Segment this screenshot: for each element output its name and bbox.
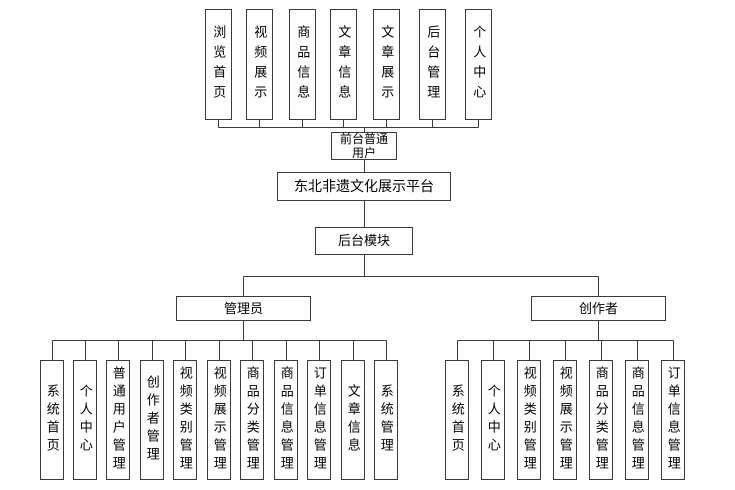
admin-system-home: 系统首页 [40,360,64,480]
creator-system-home: 系统首页 [445,360,469,480]
creator-personal-center: 个人中心 [481,360,505,480]
node-personal-center: 个人中心 [465,9,492,120]
node-creator-role: 创作者 [531,296,666,321]
admin-creator-manage: 创作者管理 [140,360,164,480]
node-browse-home: 浏览首页 [205,9,232,120]
creator-video-category-manage: 视频类别管理 [517,360,541,480]
node-platform-title: 东北非遗文化展示平台 [277,172,451,201]
admin-user-manage: 普通用户管理 [106,360,130,480]
admin-video-display-manage: 视频展示管理 [207,360,231,480]
creator-video-display-manage: 视频展示管理 [553,360,577,480]
node-article-info: 文章信息 [330,9,357,120]
node-admin-role: 管理员 [176,296,311,321]
node-backend-module: 后台模块 [315,227,413,255]
creator-product-info-manage: 商品信息管理 [625,360,649,480]
admin-video-category-manage: 视频类别管理 [173,360,197,480]
creator-product-category-manage: 商品分类管理 [589,360,613,480]
admin-personal-center: 个人中心 [73,360,97,480]
admin-order-info-manage: 订单信息管理 [307,360,331,480]
node-front-user: 前台普通用户 [331,132,397,160]
node-product-info: 商品信息 [289,9,316,120]
node-backend-manage: 后台管理 [419,9,446,120]
admin-product-info-manage: 商品信息管理 [274,360,298,480]
admin-article-info: 文章信息 [341,360,365,480]
node-video-display: 视频展示 [246,9,273,120]
creator-order-info-manage: 订单信息管理 [661,360,685,480]
admin-system-manage: 系统管理 [374,360,398,480]
node-article-display: 文章展示 [373,9,400,120]
admin-product-category-manage: 商品分类管理 [240,360,264,480]
